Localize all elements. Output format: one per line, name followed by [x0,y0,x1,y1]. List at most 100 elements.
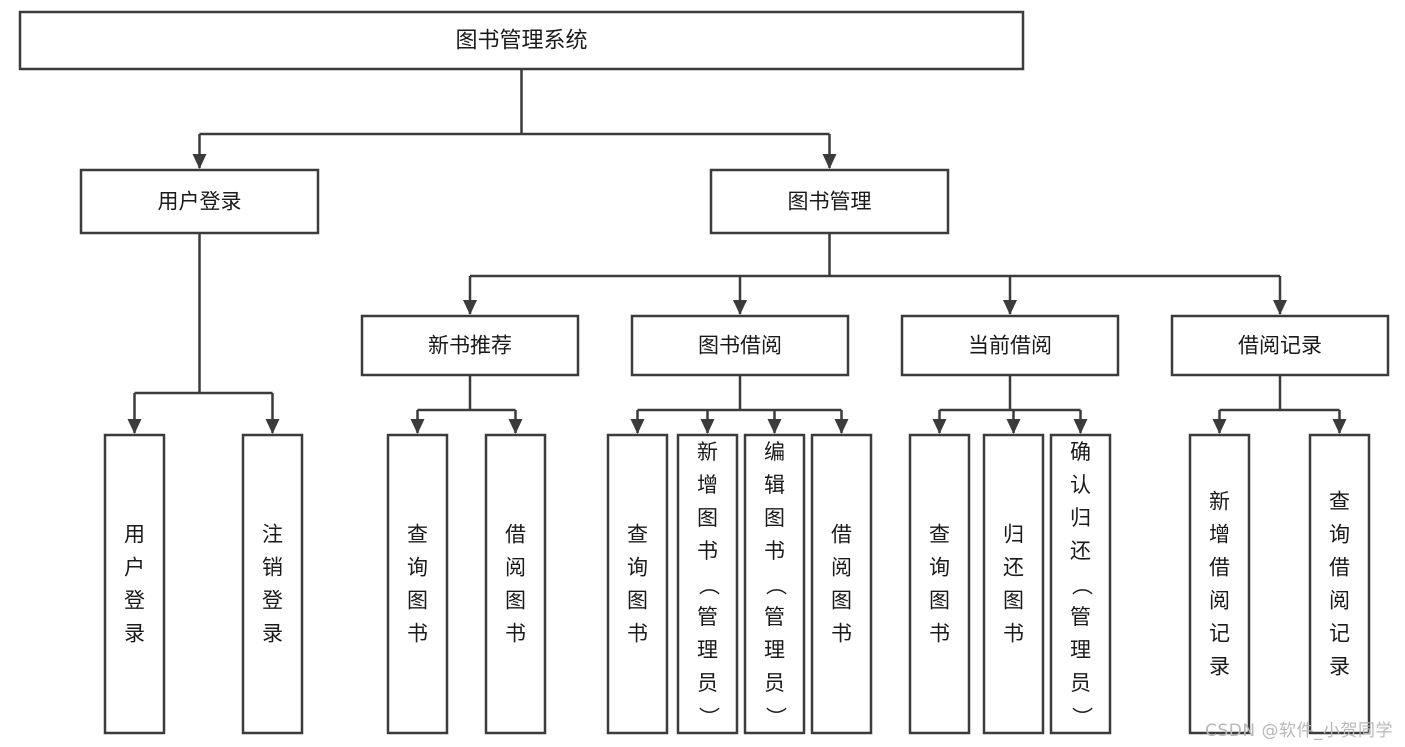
svg-text:管: 管 [1070,605,1091,629]
svg-text:询: 询 [407,556,428,580]
svg-text:借: 借 [831,523,852,547]
svg-text:图: 图 [929,589,950,613]
arrow-head-icon [410,419,425,434]
node-leaf-1-rect[interactable] [241,433,304,735]
arrow-head-icon [700,419,715,434]
node-level3-3[interactable]: 借阅记录 [1170,314,1390,377]
node-level2-0-rect[interactable] [79,168,320,235]
node-root-system[interactable]: 图书管理系统 [18,10,1025,71]
svg-text:新: 新 [697,440,718,464]
svg-text:归: 归 [1003,523,1024,547]
svg-text:书: 书 [697,539,718,563]
svg-text:阅: 阅 [831,556,852,580]
svg-text:销: 销 [262,556,283,580]
node-level3-1-label: 图书借阅 [698,334,782,358]
node-leaf-9-rect[interactable] [982,433,1045,735]
svg-text:书: 书 [407,622,428,646]
svg-text:图: 图 [505,589,526,613]
node-level3-1[interactable]: 图书借阅 [630,314,850,377]
node-level3-1-rect[interactable] [630,314,850,377]
svg-text:录: 录 [124,622,145,646]
node-level2-1-rect[interactable] [709,168,950,235]
node-leaf-7-rect[interactable] [810,433,873,735]
svg-text:确: 确 [1070,440,1091,464]
svg-text:查: 查 [1329,490,1350,514]
watermark-text: CSDN @软件_小贺同学 [1205,721,1393,741]
node-level3-2-label: 当前借阅 [968,334,1052,358]
node-leaf-12-rect[interactable] [1308,433,1371,735]
node-leaf-0[interactable]: 用户登录 [103,433,166,735]
node-leaf-6-rect[interactable] [743,433,806,735]
node-leaf-11-rect[interactable] [1188,433,1251,735]
svg-text:）: ） [764,707,788,728]
svg-text:用: 用 [124,523,145,547]
svg-text:认: 认 [1070,473,1091,497]
arrow-head-icon [932,419,947,434]
arrow-head-icon [1273,300,1287,315]
node-leaf-0-rect[interactable] [103,433,166,735]
svg-text:查: 查 [627,523,648,547]
svg-text:（: （ [697,575,721,596]
svg-text:书: 书 [929,622,950,646]
node-level3-3-rect[interactable] [1170,314,1390,377]
arrow-head-icon [767,419,782,434]
node-leaf-5-rect[interactable] [676,433,739,735]
svg-text:图: 图 [831,589,852,613]
node-leaf-4-rect[interactable] [606,433,669,735]
node-leaf-10-rect[interactable] [1049,433,1112,735]
svg-text:增: 增 [697,473,718,497]
svg-text:理: 理 [764,638,785,662]
svg-text:登: 登 [262,589,283,613]
svg-text:记: 记 [1209,622,1230,646]
node-level3-3-label: 借阅记录 [1238,334,1322,358]
node-level3-0-rect[interactable] [360,314,580,377]
svg-text:）: ） [697,707,721,728]
svg-text:阅: 阅 [1209,589,1230,613]
node-level2-0[interactable]: 用户登录 [79,168,320,235]
svg-text:管: 管 [697,605,718,629]
svg-text:登: 登 [124,589,145,613]
node-leaf-8-rect[interactable] [908,433,971,735]
svg-text:编: 编 [764,440,785,464]
svg-text:员: 员 [1070,671,1091,695]
node-root-system-rect[interactable] [18,10,1025,71]
svg-text:记: 记 [1329,622,1350,646]
svg-text:书: 书 [1003,622,1024,646]
svg-text:员: 员 [764,671,785,695]
svg-text:书: 书 [627,622,648,646]
node-level2-1[interactable]: 图书管理 [709,168,950,235]
arrow-head-icon [1006,419,1021,434]
svg-text:图: 图 [1003,589,1024,613]
node-level3-0[interactable]: 新书推荐 [360,314,580,377]
node-leaf-2-rect[interactable] [386,433,449,735]
svg-text:借: 借 [1329,556,1350,580]
svg-text:）: ） [1070,707,1094,728]
arrow-head-icon [192,154,207,169]
node-leaf-3-rect[interactable] [484,433,547,735]
arrow-head-icon [508,419,523,434]
node-level3-2-rect[interactable] [900,314,1120,377]
node-level3-2[interactable]: 当前借阅 [900,314,1120,377]
svg-text:书: 书 [831,622,852,646]
